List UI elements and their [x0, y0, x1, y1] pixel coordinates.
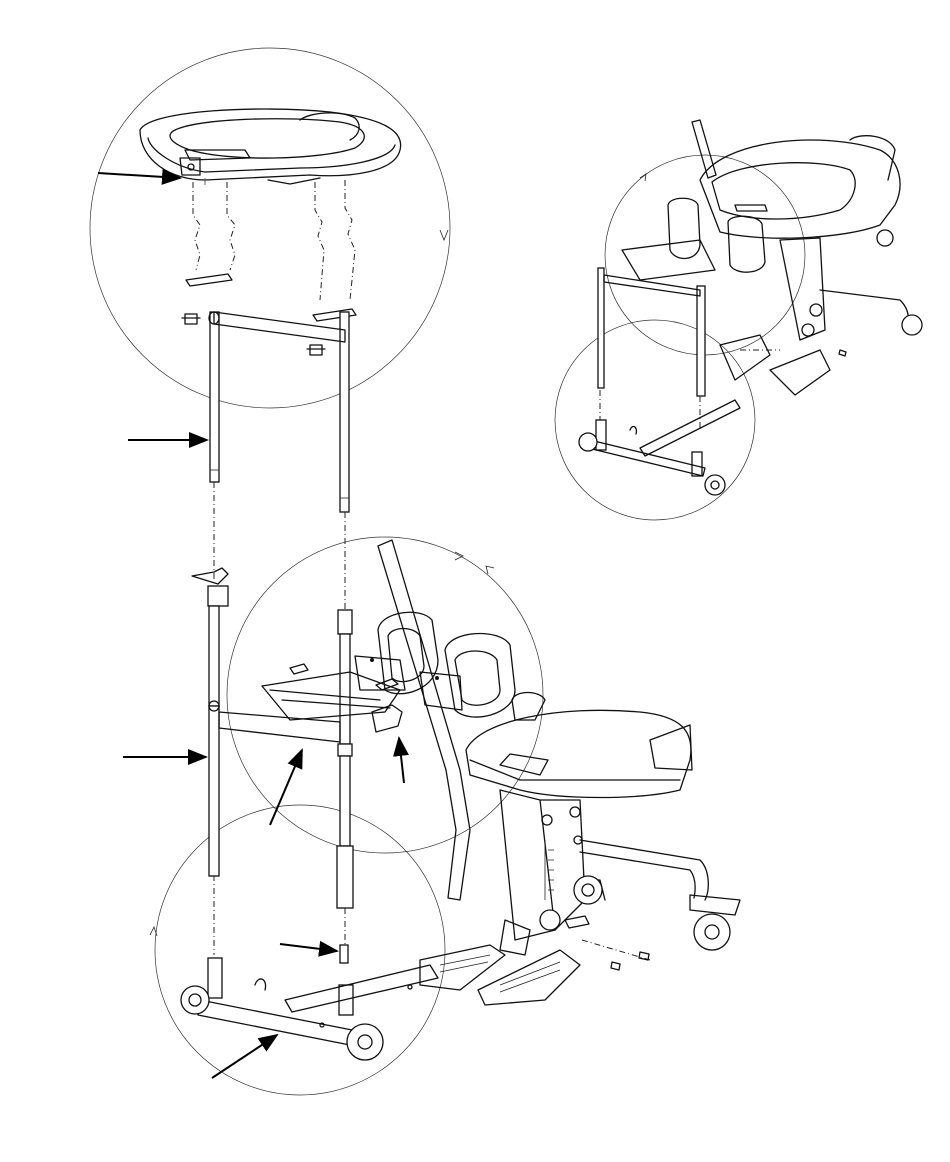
base-detail-circle	[155, 805, 445, 1095]
main-chair	[378, 540, 740, 950]
tray-callout-arrow	[98, 173, 180, 178]
inset-assembled-view	[579, 120, 922, 495]
bracket-callout-arrow	[399, 738, 404, 783]
pin-callout-arrow	[280, 944, 337, 951]
tray-brackets	[182, 274, 356, 355]
lower-frame	[192, 568, 353, 908]
tray-detail-circle	[90, 48, 450, 408]
inset-lower-circle	[555, 320, 755, 520]
bolts	[582, 940, 650, 970]
base	[181, 945, 438, 1060]
tray	[140, 109, 401, 185]
tube-alignment-lines	[214, 482, 345, 955]
base-callout-arrow	[212, 1035, 277, 1078]
callout-arrows	[98, 173, 404, 1078]
upper-frame	[209, 312, 349, 512]
bracket-detail-circle	[227, 537, 543, 853]
knee-pads	[355, 612, 515, 717]
crossbar-callout-arrow	[270, 750, 302, 825]
